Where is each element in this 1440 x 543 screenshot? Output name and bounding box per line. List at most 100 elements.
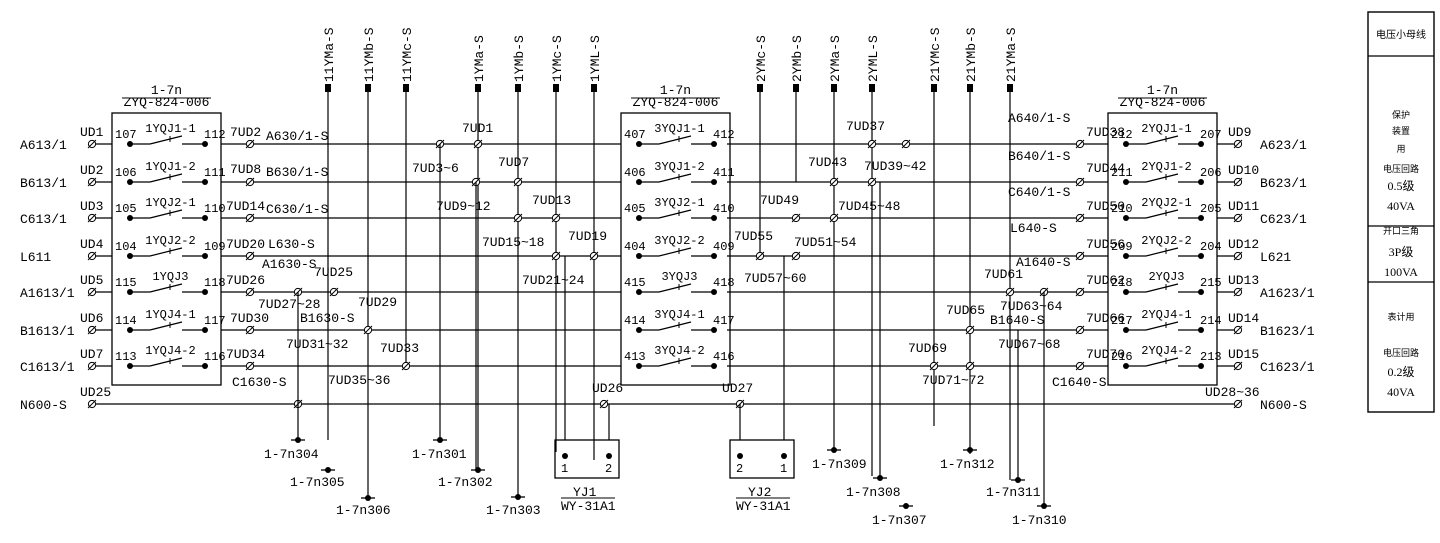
terminal-slash [87,251,97,261]
terminal-slash [1233,251,1243,261]
vt-pin-label: 2 [605,462,612,476]
terminal-slash [329,287,339,297]
side-panel-text: 电压回路 [1383,163,1419,175]
vt-name: YJ2 [748,485,771,500]
terminal-label: 7UD55 [734,229,773,244]
contact-blade [149,357,183,367]
left-terminal-label: UD3 [80,199,103,214]
relay-pin-left: 217 [1111,314,1133,328]
contact-label: 3YQJ4-1 [654,308,704,322]
contact-label: 1YQJ4-2 [145,344,195,358]
relay-pin-right: 110 [204,202,226,216]
side-panel-value: 0.2级 [1387,365,1414,379]
relay-pin-right: 215 [1200,276,1222,290]
contact-label: 2YQJ1-1 [1141,122,1191,136]
contact-label: 3YQJ2-1 [654,196,704,210]
relay-pin-left: 106 [115,166,137,180]
terminal-slash [867,177,877,187]
terminal-label: 7UD27~28 [258,297,320,312]
terminal-label: 7UD71~72 [922,373,984,388]
right-terminal-label: UD13 [1228,273,1259,288]
relay-pin-right: 214 [1200,314,1222,328]
relay-pin-left: 218 [1111,276,1133,290]
relay-pin-left: 404 [624,240,646,254]
bus-label: 11YMb-S [362,27,377,82]
contact-label: 1YQJ3 [152,270,188,284]
relay-model: ZYQ-824-006 [124,95,210,110]
terminal-label: A630/1-S [266,129,329,144]
side-panel-value: 100VA [1384,265,1418,279]
relay-pin-right: 418 [713,276,735,290]
right-line-name: C1623/1 [1260,360,1315,375]
terminal-slash [245,287,255,297]
bus-terminal-block [403,84,409,92]
terminal-slash [791,251,801,261]
terminal-slash [245,251,255,261]
bus-terminal-block [869,84,875,92]
terminal-slash [1075,361,1085,371]
bus-terminal-block [757,84,763,92]
bottom-terminal-label: 1-7n306 [336,503,391,518]
side-panel-value: 40VA [1387,199,1415,213]
contact-label: 2YQJ2-2 [1141,234,1191,248]
side-panel-value: 3P级 [1389,245,1414,259]
contact-label: 1YQJ1-1 [145,122,195,136]
relay-pin-right: 116 [204,350,226,364]
left-terminal-label: UD4 [80,237,104,252]
vt-pin-label: 2 [736,462,743,476]
terminal-slash [245,361,255,371]
bottom-terminal-label: 1-7n312 [940,457,995,472]
terminal-slash [245,325,255,335]
left-terminal-label: UD2 [80,163,103,178]
terminal-label: 7UD57~60 [744,271,806,286]
terminal-slash [87,361,97,371]
right-terminal-label: UD11 [1228,199,1259,214]
terminal-slash [589,251,599,261]
relay-pin-left: 415 [624,276,646,290]
terminal-label: 7UD25 [314,265,353,280]
terminal-label: 7UD7 [498,155,529,170]
relay-pin-right: 411 [713,166,735,180]
terminal-slash [1075,251,1085,261]
contact-blade [1145,357,1179,367]
bus-label: 1YMb-S [512,35,527,82]
terminal-label: 7UD51~54 [794,235,857,250]
terminal-label: 7UD3~6 [412,161,459,176]
vt-pin [606,453,612,459]
terminal-label: B1630-S [300,311,355,326]
terminal-slash [551,213,561,223]
side-panel-title: 电压小母线 [1376,28,1426,41]
terminal-slash [87,213,97,223]
contact-label: 3YQJ4-2 [654,344,704,358]
relay-pin-right: 416 [713,350,735,364]
terminal-slash [829,213,839,223]
vt-pin [737,453,743,459]
bus-terminal-block [793,84,799,92]
contact-blade [1145,209,1179,219]
contact-blade [658,209,692,219]
contact-blade [149,209,183,219]
terminal-slash [401,361,411,371]
terminal-label: 7UD65 [946,303,985,318]
terminal-label: C1630-S [232,375,287,390]
terminal-label: 7UD13 [532,193,571,208]
vt-pin [562,453,568,459]
relay-box [111,112,222,386]
contact-blade [1145,247,1179,257]
terminal-label: 7UD29 [358,295,397,310]
side-panel [1367,11,1435,413]
left-terminal-label: UD5 [80,273,103,288]
terminal-label: 7UD44 [1086,161,1125,176]
contact-label: 2YQJ1-2 [1141,160,1191,174]
contact-blade [1145,173,1179,183]
terminal-slash [1233,139,1243,149]
relay-pin-right: 206 [1200,166,1222,180]
contact-label: 2YQJ2-1 [1141,196,1191,210]
terminal-slash [245,213,255,223]
left-terminal-label: UD1 [80,125,104,140]
relay-model: ZYQ-824-006 [1120,95,1206,110]
terminal-slash [87,139,97,149]
vt-box [729,439,795,479]
side-panel-text: 开口三角 [1383,225,1419,237]
bottom-terminal-label: 1-7n302 [438,475,493,490]
